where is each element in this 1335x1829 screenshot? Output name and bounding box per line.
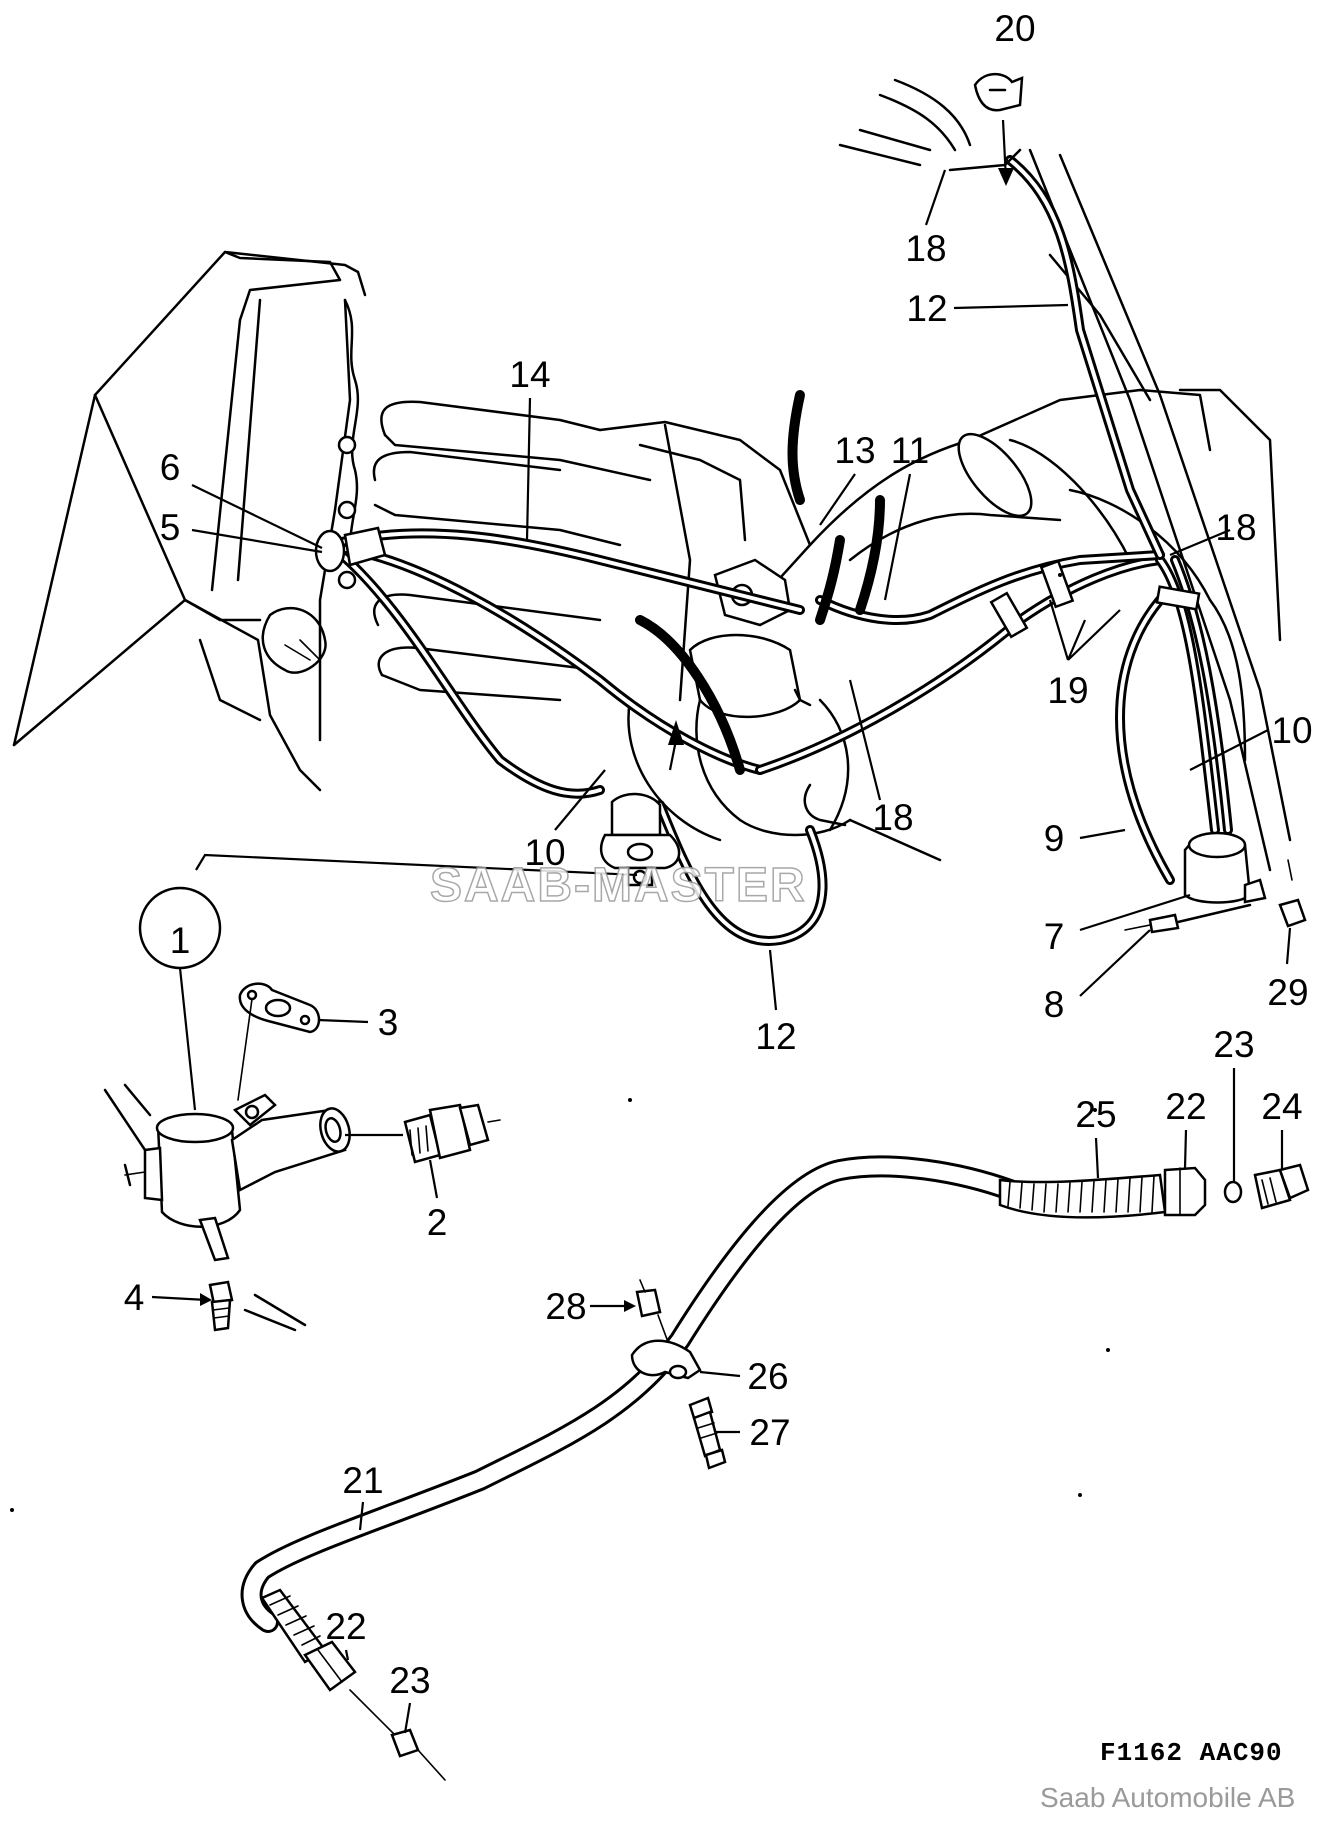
callout-29: 29 xyxy=(1267,972,1308,1013)
union-fitting xyxy=(345,1103,501,1199)
callout-4: 4 xyxy=(124,1277,145,1318)
callout-26: 26 xyxy=(747,1356,788,1397)
assembly-arrow xyxy=(668,720,684,745)
callout-8: 8 xyxy=(1044,984,1065,1025)
vacuum-hoses xyxy=(325,78,1233,946)
callout-11: 11 xyxy=(891,430,929,471)
leader-lines xyxy=(191,169,1292,1011)
master-cylinder-exploded xyxy=(103,1083,351,1332)
reservoir-bracket xyxy=(1124,831,1307,934)
callout-18: 18 xyxy=(1215,507,1256,548)
gasket xyxy=(237,982,369,1101)
bolt xyxy=(151,1280,234,1332)
callout-9: 9 xyxy=(1044,818,1065,859)
callout-22: 22 xyxy=(325,1606,366,1647)
copyright-text: Saab Automobile AB xyxy=(1040,1782,1296,1813)
callout-22: 22 xyxy=(1165,1086,1206,1127)
master-cylinder-mounted xyxy=(599,792,681,887)
callout-28: 28 xyxy=(545,1286,586,1327)
clutch-pipe xyxy=(240,1155,1021,1633)
pipe-bracket xyxy=(590,1279,741,1470)
engine-block-outline xyxy=(12,250,367,792)
callout-5: 5 xyxy=(160,507,181,548)
callout-labels: 1234567891010111212131418181819202122222… xyxy=(124,8,1313,1701)
callout-23: 23 xyxy=(389,1660,430,1701)
callout-27: 27 xyxy=(749,1412,790,1453)
callout-12: 12 xyxy=(755,1016,796,1057)
pipe-left-end xyxy=(260,1588,446,1781)
callout-13: 13 xyxy=(834,430,875,471)
print-specks xyxy=(10,573,1110,1512)
callout-24: 24 xyxy=(1261,1086,1302,1127)
callout-7: 7 xyxy=(1044,916,1065,957)
callout-10: 10 xyxy=(1271,710,1312,751)
callout-14: 14 xyxy=(509,354,550,395)
callout-1: 1 xyxy=(170,920,191,961)
callout-3: 3 xyxy=(378,1002,399,1043)
hose-clips xyxy=(989,559,1201,639)
callout-23: 23 xyxy=(1213,1024,1254,1065)
callout-21: 21 xyxy=(342,1460,383,1501)
callout-12: 12 xyxy=(906,288,947,329)
callout-18: 18 xyxy=(905,228,946,269)
callout-2: 2 xyxy=(427,1202,448,1243)
wire-clip xyxy=(973,72,1024,186)
hose-connector xyxy=(314,526,387,573)
throttle-body xyxy=(627,558,942,862)
callout-19: 19 xyxy=(1047,670,1088,711)
callout-25: 25 xyxy=(1075,1094,1116,1135)
callout-20: 20 xyxy=(994,8,1035,49)
callout-18: 18 xyxy=(872,797,913,838)
callout-6: 6 xyxy=(160,447,181,488)
figure-code: F1162 AAC90 xyxy=(1100,1738,1283,1768)
pipe-right-end xyxy=(998,1068,1310,1219)
callout-10: 10 xyxy=(524,832,565,873)
watermark: SAAB-MASTER xyxy=(429,858,807,913)
